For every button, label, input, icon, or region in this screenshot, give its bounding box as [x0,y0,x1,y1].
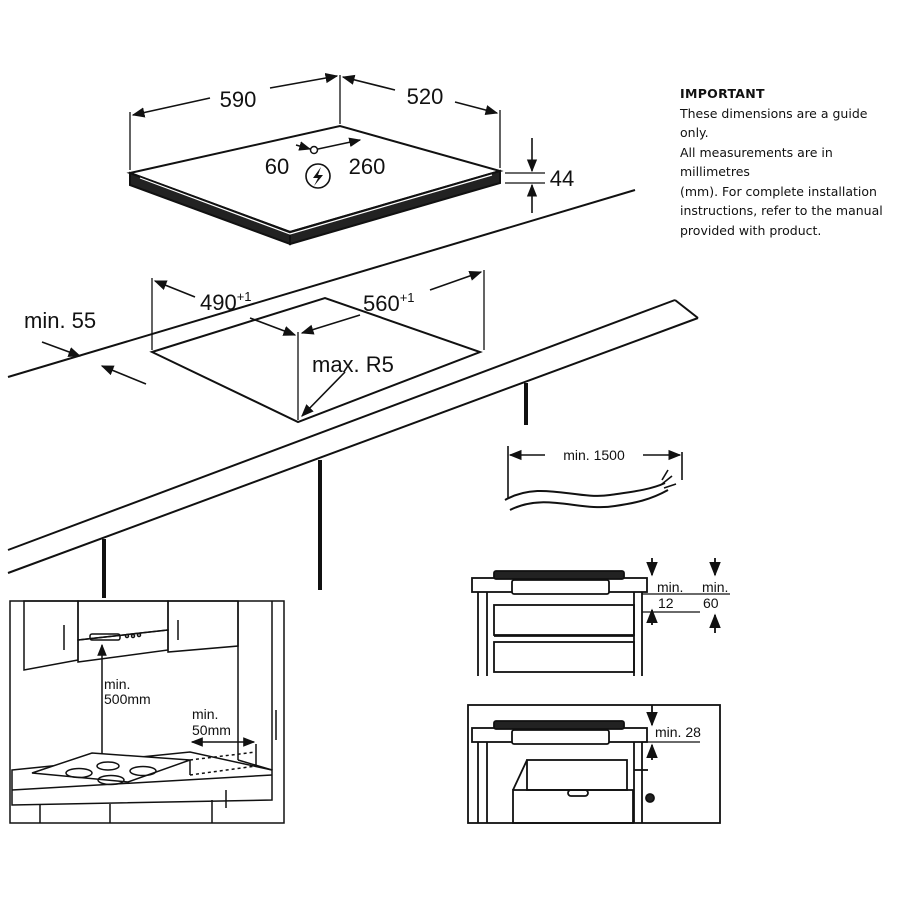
cable-drawing [504,446,683,511]
hob-drawing [126,72,545,246]
worktop-drawing [7,189,699,598]
note-title: IMPORTANT [680,86,765,101]
side-distance-label-b: 50mm [192,722,231,738]
hob-height-label: 44 [550,166,574,191]
clearance-60-label-b: 60 [703,595,719,611]
hood-distance-label-a: min. [104,676,130,692]
edge-distance-label: min. 55 [24,308,96,333]
corner-radius-label: max. R5 [312,352,394,377]
lightning-bolt-icon [313,167,323,186]
important-note: IMPORTANT These dimensions are a guide o… [680,84,895,240]
clearance-28-label: min. 28 [655,724,701,740]
cabinet-clearance-drawing [471,558,730,676]
note-line-5: provided with product. [680,222,822,238]
hood-distance-label-b: 500mm [104,691,151,707]
note-line-3: (mm). For complete installation [680,183,877,199]
note-line-4: instructions, refer to the manual [680,203,883,218]
oven-clearance-drawing [467,704,721,824]
clearance-60-label-a: min. [702,579,728,595]
socket-right-label: 260 [349,154,386,179]
side-distance-label-a: min. [192,706,218,722]
clearance-12-label-a: min. [657,579,683,595]
note-line-2: All measurements are in millimetres [680,144,833,180]
cutout-depth-label: 560+1 [363,290,415,316]
hob-width-label: 590 [220,87,257,112]
note-line-1: These dimensions are a guide only. [680,105,868,141]
hob-depth-label: 520 [407,84,444,109]
cable-length-label: min. 1500 [563,447,625,463]
clearance-12-label-b: 12 [658,595,674,611]
kitchen-scene-drawing [9,600,285,824]
cutout-width-label: 490+1 [200,289,252,315]
socket-left-label: 60 [265,154,289,179]
